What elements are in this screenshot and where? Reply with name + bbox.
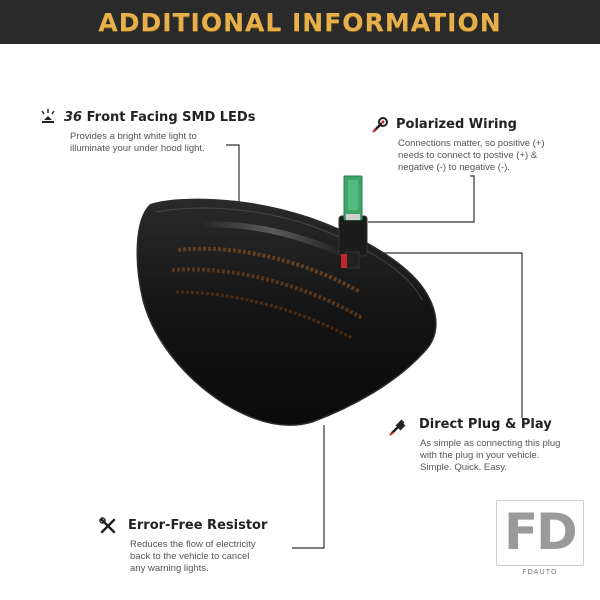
- resistor-description: Reduces the flow of electricity back to …: [130, 539, 256, 574]
- plug-title: Direct Plug & Play: [419, 417, 552, 432]
- logo-mark: FD: [504, 503, 578, 561]
- wrench-plug-icon: [372, 117, 388, 133]
- leds-description: Provides a bright white light to illumin…: [70, 131, 205, 154]
- header-banner: ADDITIONAL INFORMATION: [0, 0, 600, 44]
- connector-housing: [338, 215, 368, 257]
- resistor-callout-line: [292, 425, 325, 549]
- plug-description: As simple as connecting this plug with t…: [420, 438, 561, 473]
- page-title: ADDITIONAL INFORMATION: [98, 7, 502, 37]
- wiring-description: Connections matter, so positive (+) need…: [398, 138, 545, 173]
- brand-logo: FD FDAUTO: [496, 500, 586, 580]
- resistor-title: Error-Free Resistor: [128, 518, 268, 533]
- plug-icon: [389, 419, 406, 436]
- light-rays-icon: [41, 109, 55, 123]
- led-rows: [171, 246, 364, 340]
- leds-title-number: 36: [64, 110, 83, 125]
- wiring-callout-line: [368, 175, 475, 223]
- logo-frame: [496, 500, 584, 566]
- leds-title: 36 Front Facing SMD LEDs: [64, 110, 255, 125]
- leds-title-text: Front Facing SMD LEDs: [82, 110, 256, 125]
- logo-name: FDAUTO: [522, 568, 558, 576]
- plug-callout-line: [368, 252, 523, 418]
- leds-callout-line: [226, 144, 240, 222]
- tools-icon: [99, 517, 116, 534]
- wiring-title: Polarized Wiring: [396, 117, 517, 132]
